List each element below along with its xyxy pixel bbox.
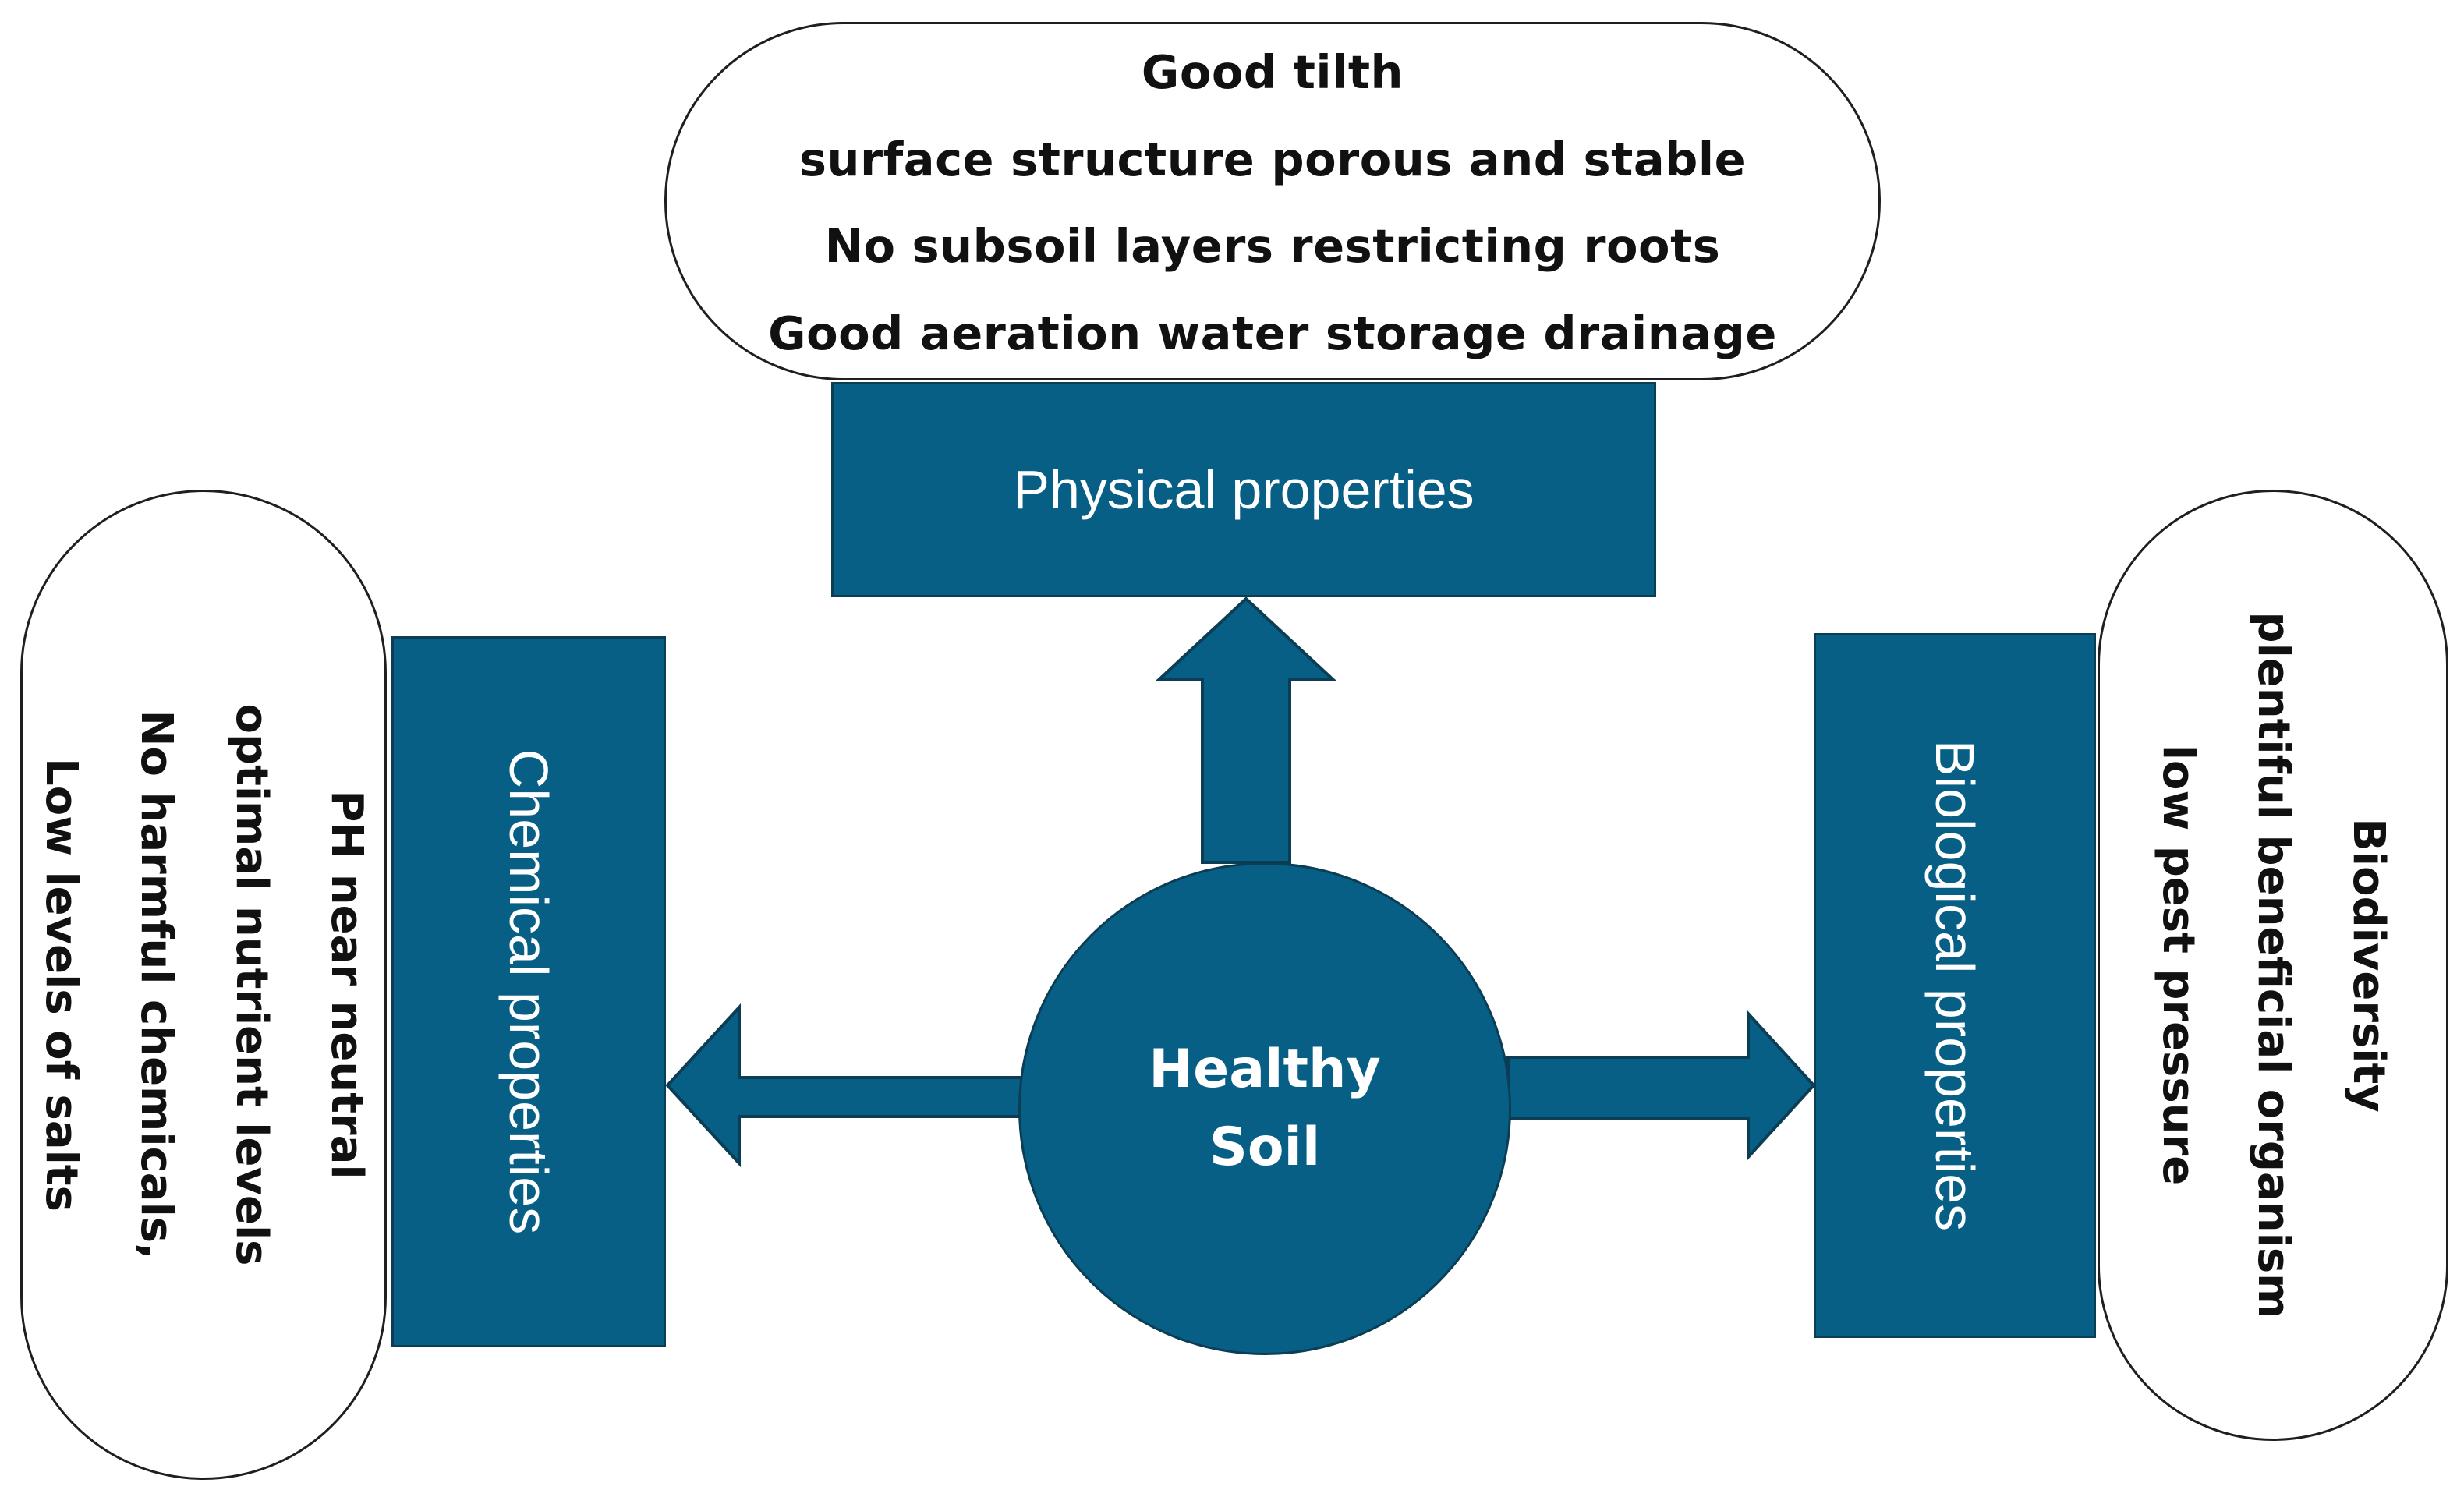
biological-item: Biodiversity: [2343, 818, 2394, 1113]
chemical-item: Low levels of salts: [36, 758, 87, 1212]
physical-item: Good tilth: [1141, 45, 1404, 100]
chemical-properties-list: PH near neutral optimal nutrient levels …: [20, 490, 387, 1480]
chemical-item: PH near neutral: [321, 790, 372, 1180]
biological-properties-list: Biodiversity plentiful beneficial organi…: [2098, 490, 2448, 1441]
physical-properties-box: Physical properties: [831, 382, 1656, 597]
chemical-properties-box: Chemical properties: [391, 636, 666, 1347]
physical-item: Good aeration water storage drainage: [768, 306, 1777, 360]
chemical-item: optimal nutrient levels: [226, 703, 277, 1266]
chemical-items: PH near neutral optimal nutrient levels …: [13, 704, 394, 1266]
physical-item: surface structure porous and stable: [798, 132, 1747, 186]
chemical-properties-label: Chemical properties: [498, 748, 560, 1235]
physical-properties-label: Physical properties: [1013, 459, 1475, 520]
physical-item: No subsoil layers restricting roots: [824, 219, 1721, 274]
biological-properties-box: Biological properties: [1814, 633, 2096, 1338]
healthy-soil-circle: Healthy Soil: [1018, 862, 1511, 1355]
biological-items: Biodiversity plentiful beneficial organi…: [2130, 611, 2416, 1318]
arrow-right-to-biological: [1506, 1009, 1816, 1162]
biological-item: low pest pressure: [2153, 745, 2204, 1186]
arrow-left-to-chemical: [665, 1003, 1023, 1168]
healthy-soil-line: Healthy: [1149, 1039, 1381, 1100]
biological-properties-label: Biological properties: [1924, 739, 1985, 1232]
arrow-up-to-physical: [1154, 596, 1338, 864]
physical-properties-list: Good tilth surface structure porous and …: [664, 22, 1881, 380]
chemical-item: No harmful chemicals,: [131, 710, 182, 1260]
healthy-soil-line: Soil: [1209, 1117, 1321, 1178]
biological-item: plentiful beneficial organism: [2248, 611, 2299, 1319]
